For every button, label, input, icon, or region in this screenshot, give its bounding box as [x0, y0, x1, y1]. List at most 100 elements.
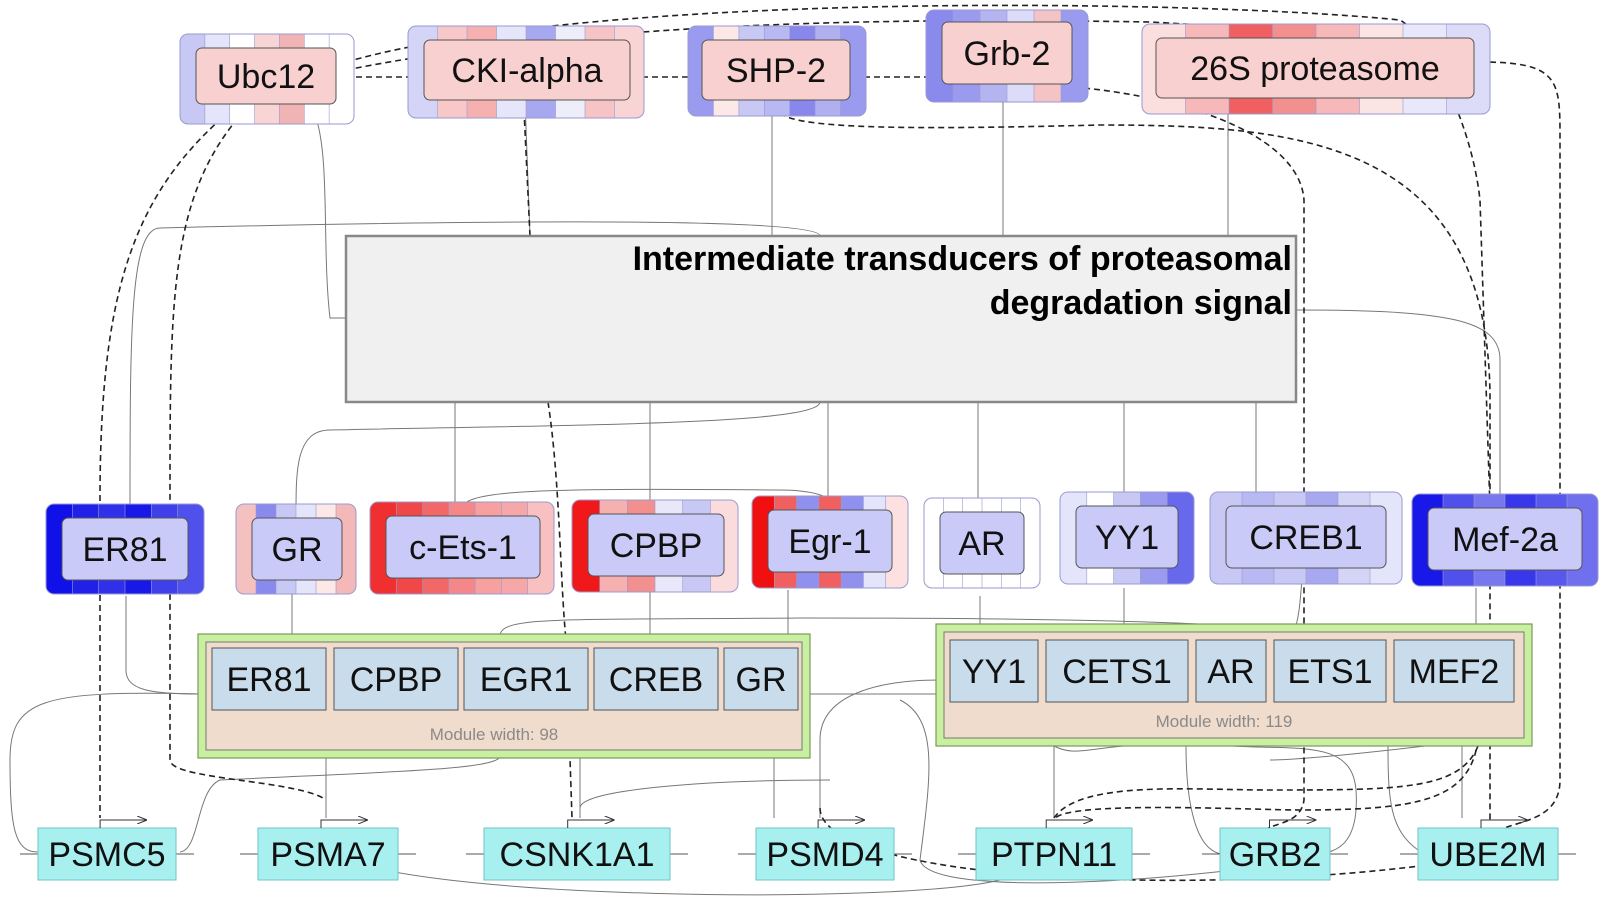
transcription-start-arrow-icon — [1480, 820, 1527, 828]
dashed-edge — [169, 117, 327, 801]
edge — [899, 699, 1331, 884]
node-label-box — [701, 39, 851, 101]
mid-node-cets1[interactable]: c-Ets-1 — [369, 501, 555, 595]
dashed-edge — [777, 103, 1491, 820]
edge — [129, 221, 821, 513]
module-member-label: CETS1 — [1062, 653, 1172, 691]
module-member-box — [723, 647, 799, 711]
mid-node-mef2a[interactable]: Mef-2a — [1411, 493, 1599, 587]
node-label-box — [1075, 505, 1179, 569]
gene-box — [483, 827, 671, 881]
module-member-box — [1393, 639, 1515, 703]
gene-psmc5[interactable]: PSMC5 — [20, 820, 194, 881]
node-label-box — [1155, 37, 1475, 99]
module-member-box — [1195, 639, 1267, 703]
module-member-box — [211, 647, 327, 711]
module-caption: Module width: 98 — [430, 725, 559, 744]
node-label-box — [385, 515, 541, 579]
top-node-ckialpha[interactable]: CKI-alpha — [407, 25, 645, 119]
dashed-edge — [1053, 745, 1479, 819]
module-member-box — [1273, 639, 1387, 703]
gene-label: PTPN11 — [991, 836, 1117, 874]
transcription-start-arrow-icon — [567, 820, 614, 828]
top-node-grb2[interactable]: Grb-2 — [925, 9, 1089, 103]
mid-node-egr1[interactable]: Egr-1 — [751, 495, 909, 589]
node-label: 26S proteasome — [1190, 50, 1440, 88]
edge — [1387, 745, 1419, 851]
gene-label: PSMC5 — [48, 836, 165, 874]
edge — [1295, 309, 1501, 508]
edge — [1295, 579, 1303, 627]
top-node-proteasome[interactable]: 26S proteasome — [1141, 23, 1491, 115]
module-member-label: YY1 — [962, 653, 1026, 691]
mid-node-gr[interactable]: GR — [235, 503, 357, 595]
edge — [315, 117, 346, 319]
node-label-box — [423, 39, 631, 101]
edge — [179, 755, 501, 853]
dashed-edge — [1053, 739, 1479, 821]
gene-label: UBE2M — [1429, 836, 1546, 874]
edge — [9, 692, 201, 853]
gene-ube2m[interactable]: UBE2M — [1400, 820, 1576, 881]
gene-psmd4[interactable]: PSMD4 — [738, 820, 912, 881]
node-label-box — [251, 517, 343, 581]
node-label: Egr-1 — [788, 523, 871, 561]
gene-ptpn11[interactable]: PTPN11 — [958, 820, 1150, 881]
mid-nodes-layer: ER81 GR c-Ets-1 CPBP Egr-1 AR YY1 CREB1 Mef-2a — [45, 491, 1599, 595]
mid-node-cpbp[interactable]: CPBP — [571, 499, 739, 593]
top-node-shp2[interactable]: SHP-2 — [687, 25, 867, 117]
node-label-box — [941, 21, 1073, 85]
gene-box — [1219, 827, 1331, 881]
gene-label: GRB2 — [1229, 836, 1322, 874]
node-label: CPBP — [610, 527, 703, 565]
top-node-ubc12[interactable]: Ubc12 — [179, 33, 355, 125]
module-member-label: AR — [1207, 653, 1254, 691]
gene-grb2[interactable]: GRB2 — [1202, 820, 1348, 881]
transcription-start-arrow-icon — [1045, 820, 1092, 828]
edge — [819, 679, 941, 818]
solid-edges — [9, 99, 1501, 896]
edge — [295, 401, 821, 515]
edge — [125, 596, 201, 695]
node-label: SHP-2 — [726, 52, 826, 90]
module-member-box — [593, 647, 719, 711]
gene-box — [257, 827, 399, 881]
top-nodes-layer: Ubc12 CKI-alpha SHP-2 Grb-2 26S proteasome — [179, 9, 1491, 125]
gene-box — [1417, 827, 1559, 881]
node-label: YY1 — [1095, 519, 1159, 557]
transcription-start-arrow-icon — [320, 820, 367, 828]
title-line-2: degradation signal — [990, 284, 1292, 322]
mid-node-ar[interactable]: AR — [923, 497, 1041, 589]
gene-label: PSMD4 — [766, 836, 883, 874]
node-label-box — [1427, 507, 1583, 571]
gene-box — [37, 827, 177, 881]
gene-csnk1a1[interactable]: CSNK1A1 — [466, 820, 688, 881]
edge — [499, 617, 1297, 637]
gene-psma7[interactable]: PSMA7 — [240, 820, 416, 881]
mid-node-creb1[interactable]: CREB1 — [1209, 491, 1403, 585]
edge — [1231, 745, 1357, 853]
node-label: GR — [272, 531, 323, 569]
edges-layer — [9, 4, 1561, 896]
module-member-box — [333, 647, 459, 711]
node-label-box — [1225, 505, 1387, 569]
dashed-edge — [547, 401, 573, 819]
gene-box — [975, 827, 1133, 881]
mid-node-er81[interactable]: ER81 — [45, 503, 205, 595]
mid-node-yy1[interactable]: YY1 — [1059, 491, 1195, 585]
node-label-box — [195, 47, 337, 105]
edge — [579, 779, 831, 809]
node-label: ER81 — [82, 531, 167, 569]
genes-layer: PSMC5 PSMA7 CSNK1A1 PSMD4 PTPN11 GRB2 UBE2M — [20, 820, 1576, 881]
node-label: CREB1 — [1249, 519, 1362, 557]
gene-label: CSNK1A1 — [500, 836, 655, 874]
node-label: Grb-2 — [964, 35, 1051, 73]
node-label: CKI-alpha — [451, 52, 602, 90]
node-label: Mef-2a — [1452, 521, 1558, 559]
module-member-box — [1045, 639, 1189, 703]
gene-label: PSMA7 — [270, 836, 385, 874]
